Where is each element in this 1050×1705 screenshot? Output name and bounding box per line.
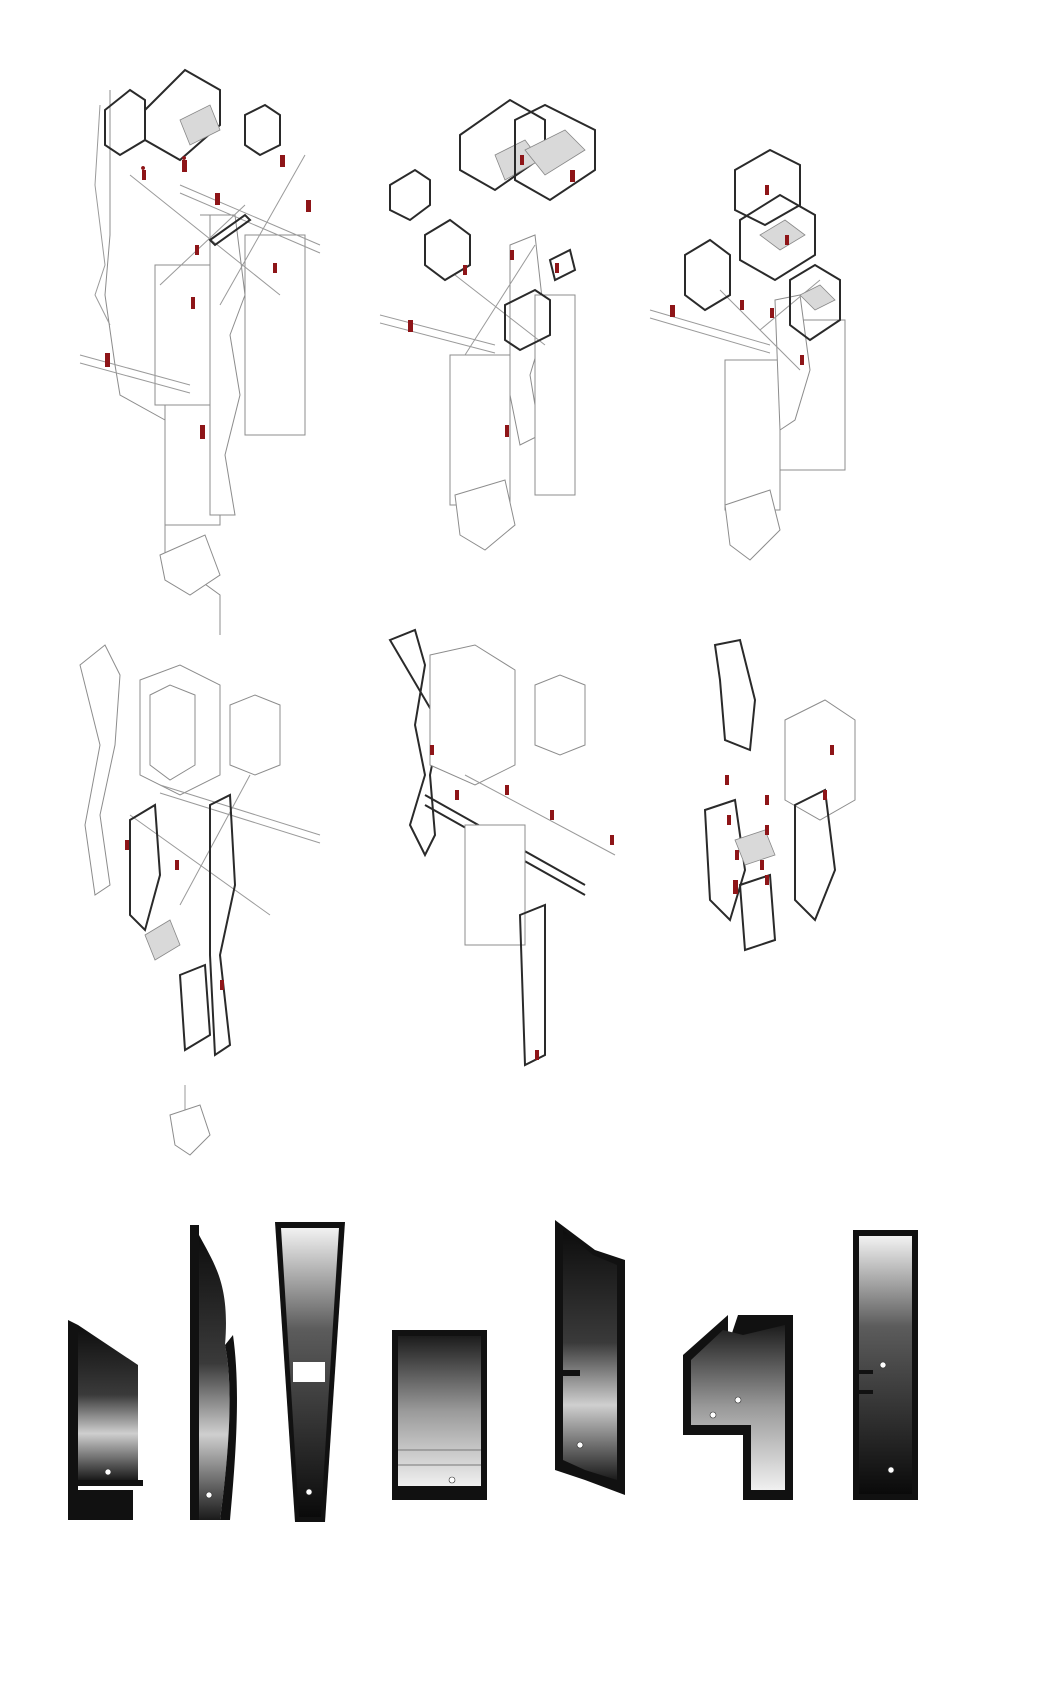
figures [125, 840, 224, 990]
axonometric-drawing-3 [649, 130, 900, 600]
seated-figure-icon [709, 1411, 717, 1419]
section-6 [683, 1315, 793, 1500]
seated-figure-icon [448, 1476, 456, 1484]
axonometric-drawing-5 [385, 625, 635, 1075]
section-1 [68, 1320, 148, 1520]
upper-rooms [684, 148, 841, 342]
axonometric-drawing-1 [70, 35, 340, 635]
figures [105, 155, 311, 439]
figures [408, 155, 575, 437]
figures [725, 745, 834, 894]
section-5 [555, 1220, 625, 1495]
section-4 [392, 1330, 487, 1500]
upper-rooms [389, 98, 596, 352]
seated-figure-icon [734, 1396, 742, 1404]
building-massing [79, 90, 321, 635]
upper-rooms [104, 68, 281, 247]
axonometric-drawing-6 [703, 638, 905, 960]
section-3 [275, 1222, 345, 1522]
building-massing [79, 644, 321, 1156]
seated-figure-icon [887, 1466, 895, 1474]
figures [430, 745, 614, 1060]
figures [670, 185, 804, 365]
building-massing [379, 234, 576, 551]
axonometric-drawing-4 [70, 625, 350, 1175]
building-massing [388, 628, 616, 1067]
section-7 [853, 1230, 918, 1500]
cut-walls [129, 793, 237, 1057]
seated-figure-icon [576, 1441, 584, 1449]
axonometric-drawing-2 [375, 95, 655, 615]
seated-figure-icon [205, 1491, 213, 1499]
building-massing [649, 279, 846, 561]
seated-figure-icon [305, 1488, 313, 1496]
seated-figure-icon [104, 1468, 112, 1476]
section-2 [185, 1225, 245, 1525]
seated-figure-icon [879, 1361, 887, 1369]
building-massing [703, 638, 856, 952]
